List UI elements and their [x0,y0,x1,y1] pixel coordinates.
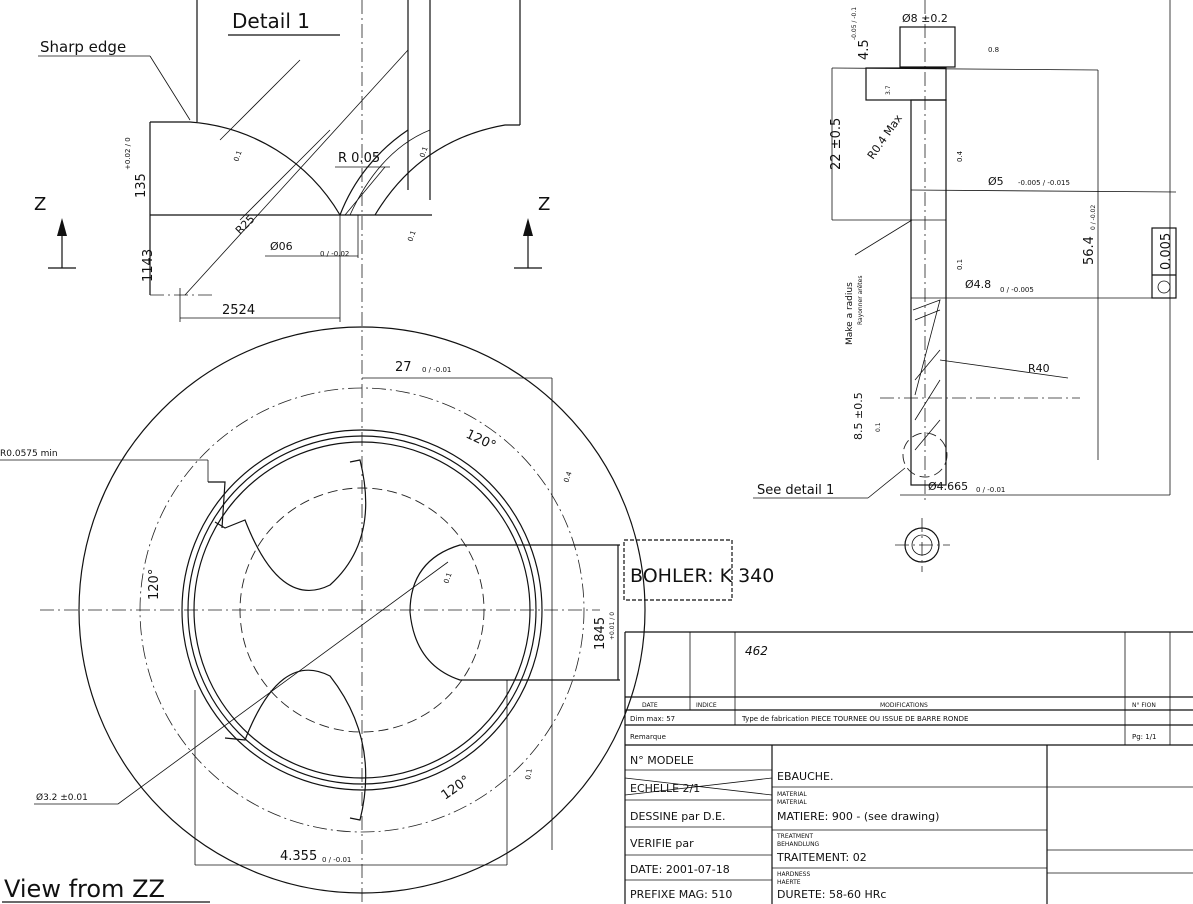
dim-27-tol: 0 / -0.01 [422,366,451,374]
view-title: View from ZZ [4,875,165,903]
prefixe-label: PREFIXE MAG: 510 [630,888,732,901]
treatment-en: TREATMENT [776,833,813,840]
durete-label: DURETE: 58-60 HRc [777,888,886,901]
roughness-01: 0.1 [956,259,964,270]
arrow-up-icon [523,218,533,236]
roughness-37: 3.7 [885,85,892,95]
dim-22: 22 ±0.5 [829,118,844,170]
dia-48-tol: 0 / -0.005 [1000,286,1034,294]
front-view: 27 0 / -0.01 4.355 0 / -0.01 1845 +0.01 … [0,0,646,904]
dim-45-tol: -0.05 / -0.1 [851,7,858,40]
traitement-label: TRAITEMENT: 02 [776,851,867,864]
dia-32-label: Ø3.2 ±0.01 [36,792,88,803]
dia-48: Ø4.8 [965,278,991,291]
dim-1845-tol: +0.01 / 0 [609,612,616,640]
dim-1143: 1143 [141,249,156,282]
z-label-right: Z [538,194,550,215]
concentricity-icon [1157,280,1171,294]
sharp-edge-label: Sharp edge [40,38,126,56]
dim-135-tol: +0.02 / 0 [124,137,132,170]
concentricity-value: 0.005 [1159,233,1174,270]
hardness-en: HARDNESS [777,871,810,878]
type-fabrication: Type de fabrication PIECE TOURNEE OU ISS… [741,715,968,723]
material-de: MATERIAL [777,799,807,806]
dia-5-tol: -0.005 / -0.015 [1018,179,1070,187]
date-label: DATE: 2001-07-18 [630,863,730,876]
echelle-label: ECHELLE 2/1 [630,782,700,795]
dim-4355-tol: 0 / -0.01 [322,856,351,864]
dim-564-tol: 0 / -0.02 [1090,205,1097,230]
ebauche-label: EBAUCHE. [777,770,833,783]
remarque-label: Remarque [630,733,666,741]
dia-5: Ø5 [988,175,1004,188]
roughness-symbol-b: 0.1 [442,571,453,584]
see-detail-label: See detail 1 [757,483,834,498]
roughness-symbol-a: 0.4 [562,470,574,484]
make-radius-note: Make a radius [845,282,855,345]
dia-4665: Ø4.665 [928,480,968,493]
verifie-label: VERIFIE par [630,837,694,850]
header-n-fion: N° FION [1132,702,1156,709]
dia-006-tol: 0 / -0.02 [320,250,349,258]
make-radius-note-fr: Rayonner arêtes [857,276,864,325]
n-modele-label: N° MODELE [630,754,694,767]
dim-1845: 1845 [593,617,608,650]
dia-4665-tol: 0 / -0.01 [976,486,1005,494]
roughness-symbol-a: 0.1 [232,149,243,162]
z-label-left: Z [34,194,46,215]
page-number: Pg: 1/1 [1132,733,1157,741]
dim-564: 56.4 [1082,236,1097,265]
dim-4355: 4.355 [280,849,317,864]
roughness-symbol-c: 0.1 [524,768,534,780]
r005-label: R 0.05 [338,151,380,166]
angle-left: 120° [147,569,162,600]
dim-27: 27 [395,360,412,375]
dim-135: 135 [134,173,149,198]
roughness-symbol-c: 0.1 [418,145,429,158]
detail-1-view: Detail 1 Sharp edge 2524 135 +0.02 / 0 1… [34,0,550,322]
r40-label: R40 [1028,362,1050,375]
dim-85: 8.5 ±0.5 [852,392,865,440]
material-label: BOHLER: K 340 [630,565,774,587]
roughness-08: 0.8 [988,46,999,54]
handwritten-note: 462 [745,644,768,658]
angle-bottom: 120° [439,773,473,803]
matiere-label: MATIERE: 900 - (see drawing) [777,810,939,823]
title-block: 462 DATE INDICE MODIFICATIONS N° FION Di… [624,631,1193,904]
dia-006: Ø06 [270,240,293,253]
r25-label: R25 [233,213,257,237]
roughness-04: 0.4 [956,150,964,162]
header-indice: INDICE [696,702,717,709]
hardness-de: HAERTE [777,879,801,886]
dia-8: Ø8 ±0.2 [902,12,948,25]
r04-label: R0.4 Max [865,112,905,162]
detail-title: Detail 1 [232,9,310,33]
dim-max: Dim max: 57 [630,715,675,723]
dim-2524: 2524 [222,303,255,318]
dim-45: 4.5 [857,39,872,60]
roughness-01b: 0.1 [875,422,882,432]
dessine-label: DESSINE par D.E. [630,810,725,823]
arrow-up-icon [57,218,67,236]
treatment-de: BEHANDLUNG [777,841,820,848]
material-box: BOHLER: K 340 [623,539,774,601]
shaft-view: Ø8 ±0.2 4.5 -0.05 / -0.1 0.8 3.7 22 ±0.5… [753,0,1177,572]
header-modifications: MODIFICATIONS [880,702,928,709]
material-en: MATERIAL [777,791,807,798]
roughness-symbol-b: 0.1 [406,229,417,242]
r-min-label: R0.0575 min [0,449,58,459]
header-date: DATE [642,702,658,709]
